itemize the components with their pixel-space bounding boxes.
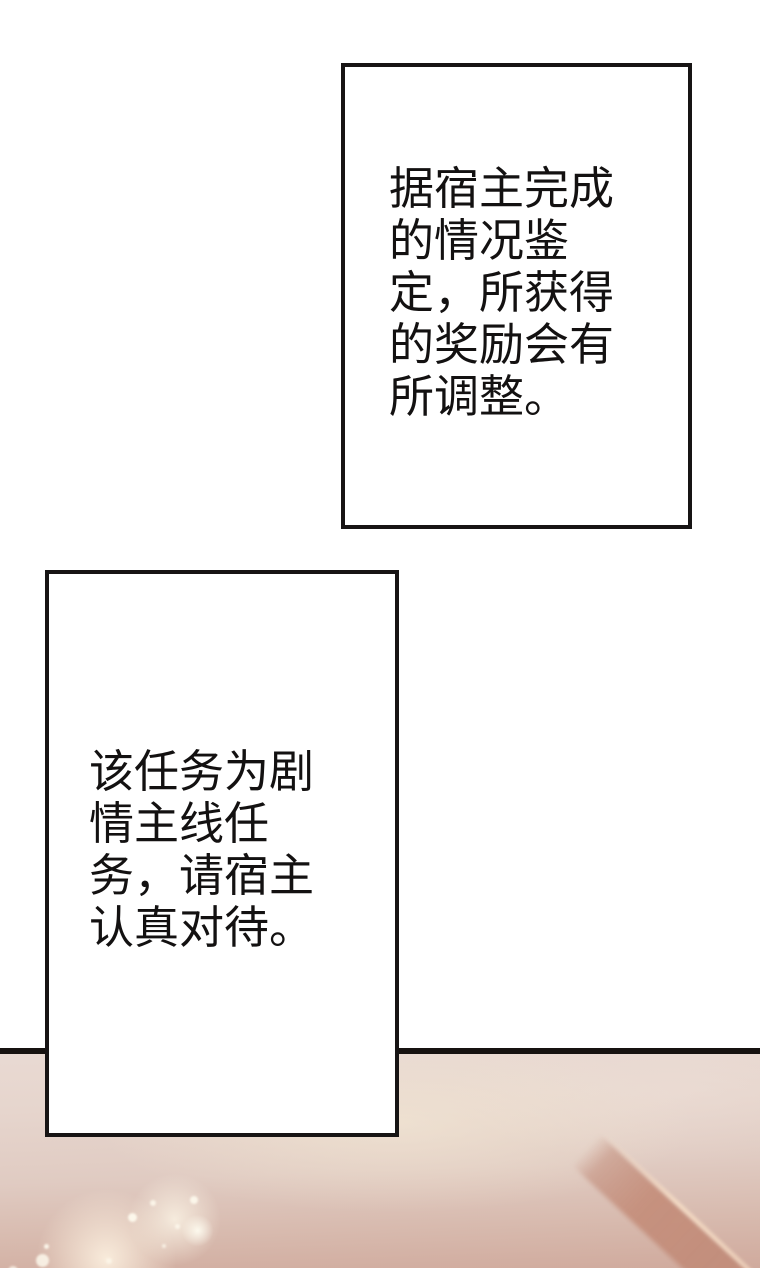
sparkle-icon	[162, 1244, 166, 1248]
sparkle-icon	[128, 1213, 137, 1222]
sparkle-icon	[8, 1266, 18, 1268]
narration-panel-2-text: 该任务为剧情主线任务，请宿主认真对待。	[89, 745, 315, 954]
narration-panel-1-text: 据宿主完成的情况鉴定，所获得的奖励会有所调整。	[389, 162, 615, 423]
narration-panel-2: 该任务为剧情主线任务，请宿主认真对待。	[45, 570, 399, 1137]
sparkle-icon	[190, 1196, 198, 1204]
narration-panel-1: 据宿主完成的情况鉴定，所获得的奖励会有所调整。	[341, 63, 692, 529]
sparkle-icon	[44, 1244, 49, 1249]
sparkle-icon	[36, 1254, 49, 1267]
sparkle-icon	[150, 1200, 156, 1206]
sparkle-icon	[175, 1224, 180, 1229]
sparkle-icon	[106, 1258, 112, 1264]
